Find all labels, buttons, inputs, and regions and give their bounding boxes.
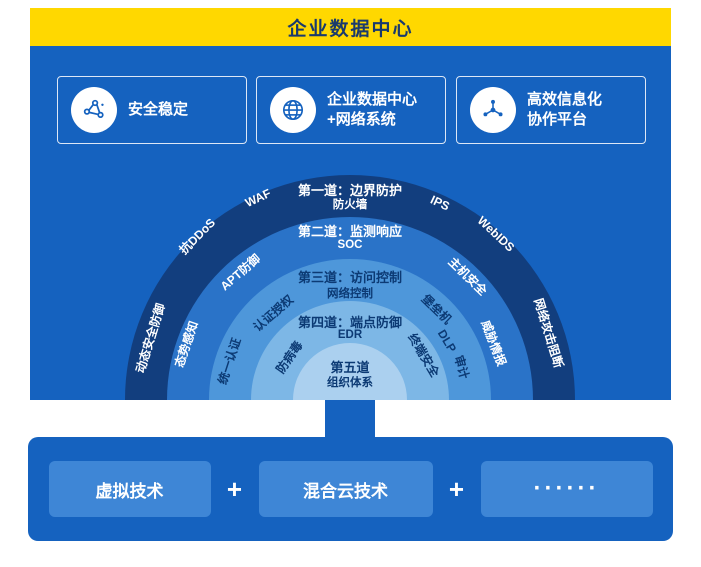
feature-label: 企业数据中心 +网络系统: [327, 90, 417, 131]
feature-line: 安全稳定: [128, 100, 189, 118]
tech-chip-more: ······: [480, 461, 653, 517]
bottom-panel: 虚拟技术 + 混合云技术 + ······: [28, 437, 673, 541]
ring-4-subtitle: EDR: [337, 329, 363, 341]
feature-line: +网络系统: [327, 111, 396, 128]
feature-card-stability: 安全稳定: [57, 76, 247, 144]
feature-label: 高效信息化 协作平台: [527, 90, 602, 131]
ring-5-subtitle: 组织体系: [327, 377, 373, 389]
defense-arch: 第一道：边界防护 防火墙 第二道：监测响应 SOC 第三道：访问控制 网络控制 …: [125, 170, 575, 400]
page-title: 企业数据中心: [30, 8, 671, 46]
plus-sign: +: [448, 473, 465, 504]
ring-1-subtitle: 防火墙: [332, 199, 368, 211]
ring-3-title: 第三道：访问控制: [297, 270, 402, 285]
cluster-icon: [470, 87, 516, 133]
ring-2-subtitle: SOC: [337, 239, 363, 251]
molecule-icon: [71, 87, 117, 133]
ring-1-title: 第一道：边界防护: [297, 183, 402, 198]
ring-4-title: 第四道：端点防御: [297, 315, 402, 330]
main-panel: 安全稳定 企业数据中心 +网络系统: [30, 46, 671, 400]
feature-card-collaboration: 高效信息化 协作平台: [456, 76, 646, 144]
ring-5-title: 第五道: [330, 360, 370, 375]
ring-3-subtitle: 网络控制: [327, 288, 373, 300]
tech-chip-hybrid-cloud: 混合云技术: [258, 461, 433, 517]
tech-chip-virtualization: 虚拟技术: [48, 461, 211, 517]
feature-line: 高效信息化: [527, 90, 603, 108]
feature-line: 协作平台: [527, 111, 588, 128]
feature-card-datacenter: 企业数据中心 +网络系统: [256, 76, 446, 144]
globe-icon: [270, 87, 316, 133]
feature-line: 企业数据中心: [327, 90, 418, 108]
ring-2-title: 第二道：监测响应: [297, 224, 402, 239]
connector-bar: [325, 400, 375, 440]
feature-label: 安全稳定: [128, 100, 188, 120]
plus-sign: +: [226, 473, 243, 504]
